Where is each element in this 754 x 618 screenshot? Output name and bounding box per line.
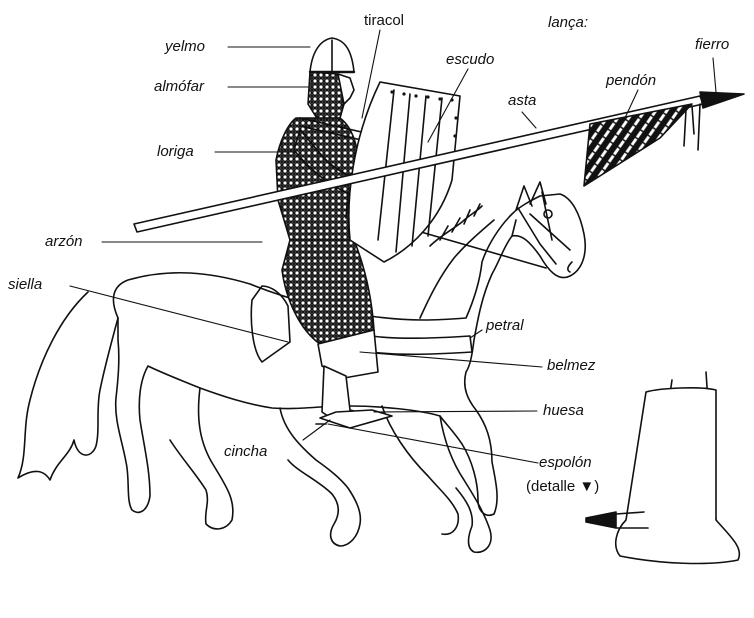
detail-boot [616, 388, 740, 564]
mail-coif [308, 72, 344, 120]
label-espolon: espolón [539, 454, 592, 472]
mail-skirt [282, 240, 374, 344]
label-yelmo: yelmo [165, 38, 205, 56]
label-cincha: cincha [224, 443, 267, 461]
label-fierro: fierro [695, 36, 729, 54]
label-tiracol: tiracol [364, 12, 404, 30]
label-lanca: lança: [548, 14, 588, 32]
horse-tail [18, 292, 118, 480]
label-petral: petral [486, 317, 524, 335]
label-almofar: almófar [154, 78, 204, 96]
horse-nostril [568, 262, 572, 272]
horse-hind-leg-far [280, 408, 360, 546]
siella-saddle [251, 286, 290, 362]
label-detalle: (detalle ▼) [526, 478, 599, 496]
label-huesa: huesa [543, 402, 584, 420]
label-belmez: belmez [547, 357, 595, 375]
label-siella: siella [8, 276, 42, 294]
knight-drawing [276, 38, 460, 428]
spur-detail [586, 372, 739, 563]
detail-spur-point [586, 512, 616, 528]
horse-reins [414, 230, 546, 268]
horse-bridle [512, 192, 570, 264]
label-loriga: loriga [157, 143, 194, 161]
label-pendon: pendón [606, 72, 656, 90]
label-escudo: escudo [446, 51, 494, 69]
petral-strap [372, 336, 472, 354]
lance-pennon [584, 104, 692, 186]
label-asta: asta [508, 92, 536, 110]
lance-point [700, 92, 744, 108]
label-arzon: arzón [45, 233, 83, 251]
horse-fore-leg-near [440, 416, 491, 552]
pennon-tassels [684, 104, 700, 150]
